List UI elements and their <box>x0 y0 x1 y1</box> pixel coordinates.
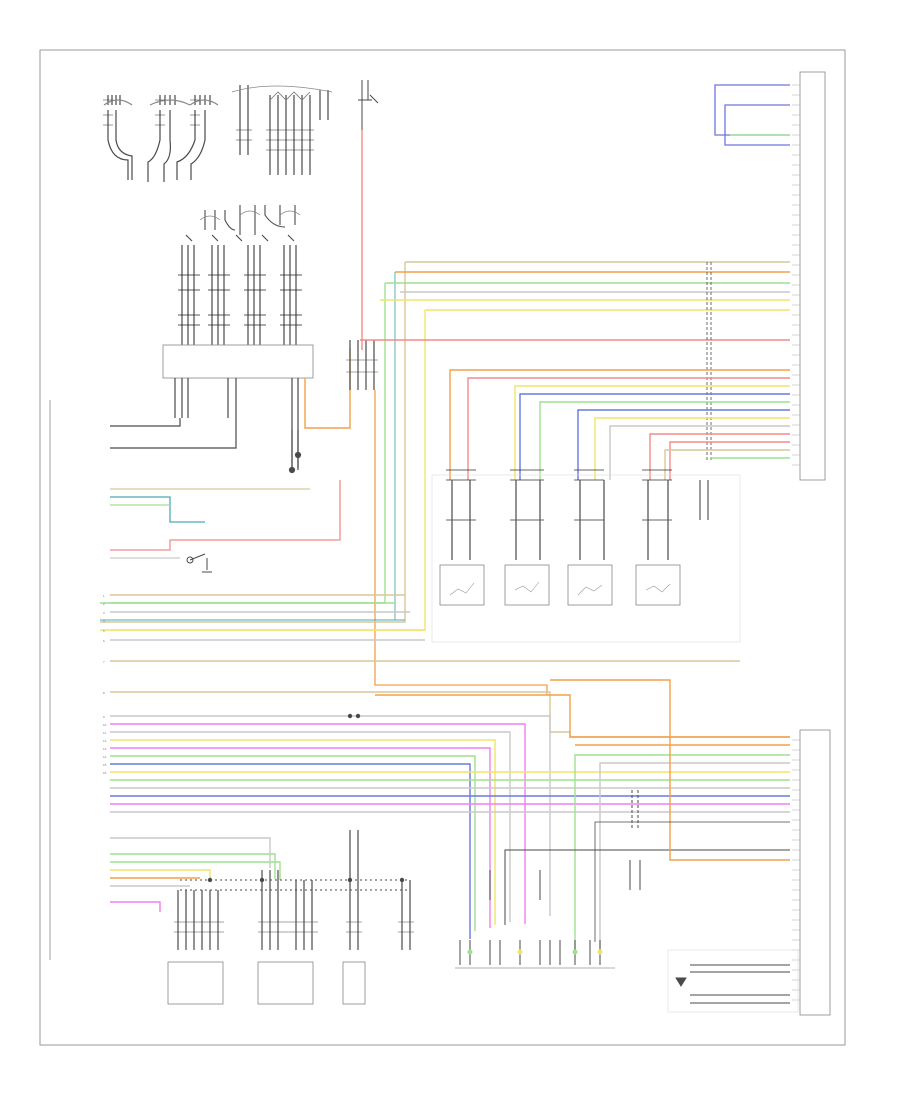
right-lower-module-box <box>799 729 831 1016</box>
left-bundles <box>181 245 297 345</box>
lower-left-boxes <box>167 961 366 1005</box>
lower-left-wires <box>110 837 410 912</box>
svg-text:1: 1 <box>103 594 105 598</box>
comfort-module-box <box>162 344 314 379</box>
rear-speaker-region <box>431 474 741 643</box>
fuse-top <box>358 80 379 130</box>
svg-text:14: 14 <box>103 755 107 759</box>
diagram-border <box>39 49 846 1046</box>
small-relay <box>186 553 212 573</box>
top-left-connector-ticks <box>103 99 200 126</box>
svg-text:8: 8 <box>103 691 105 695</box>
right-module-pins <box>792 84 800 466</box>
svg-text:7: 7 <box>103 660 105 664</box>
right-twisted-pair <box>699 262 712 520</box>
top-center-connector-ticks <box>236 129 314 151</box>
svg-text:4: 4 <box>103 619 105 623</box>
left-bundle-connectors <box>178 274 302 326</box>
orange-long-wire <box>374 390 548 695</box>
left-stub-group <box>288 430 302 474</box>
top-center-harness <box>231 85 333 175</box>
orange-wire-module <box>304 348 351 429</box>
right-top-loop <box>714 84 790 146</box>
rear-speaker-boxes <box>439 564 681 606</box>
svg-text:10: 10 <box>103 723 107 727</box>
junction-dots <box>207 713 405 883</box>
svg-text:12: 12 <box>103 739 107 743</box>
svg-text:15: 15 <box>103 763 107 767</box>
speaker-feed-connectors <box>446 469 672 521</box>
left-bus-wires <box>110 594 790 939</box>
svg-text:9: 9 <box>103 715 105 719</box>
bottom-right-connector <box>667 949 799 1013</box>
right-speaker-feeds <box>449 369 790 480</box>
speaker-feed-drops <box>451 480 669 560</box>
module-lower-wires <box>110 378 299 468</box>
right-lower-pins <box>792 739 800 1001</box>
bottom-center-connector <box>455 870 615 969</box>
svg-text:16: 16 <box>103 771 107 775</box>
left-middle-connector <box>110 480 341 559</box>
svg-text:2: 2 <box>103 602 105 606</box>
right-module-box <box>799 71 826 481</box>
lower-ground <box>629 790 641 890</box>
right-lower-wires <box>375 679 790 950</box>
center-connector-stubs <box>346 340 378 390</box>
lower-left-drops <box>174 830 414 950</box>
svg-text:3: 3 <box>103 611 105 615</box>
svg-text:5: 5 <box>103 629 105 633</box>
switch-cluster <box>185 205 301 242</box>
top-bus-wires <box>100 261 790 631</box>
svg-text:11: 11 <box>103 731 106 735</box>
svg-text:6: 6 <box>103 639 105 643</box>
svg-text:13: 13 <box>103 747 107 751</box>
top-left-speaker-group <box>103 95 219 182</box>
